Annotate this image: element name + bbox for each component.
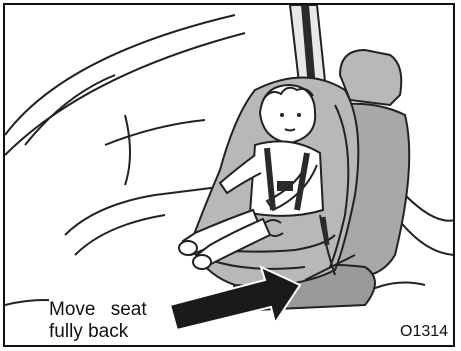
car-interior-illustration	[5, 5, 455, 347]
figure-code: O1314	[400, 323, 448, 341]
illustration-frame: Move seat fully back O1314	[3, 3, 455, 347]
caption-line-1: Move seat	[49, 299, 147, 321]
caption-line-2: fully back	[49, 321, 128, 343]
